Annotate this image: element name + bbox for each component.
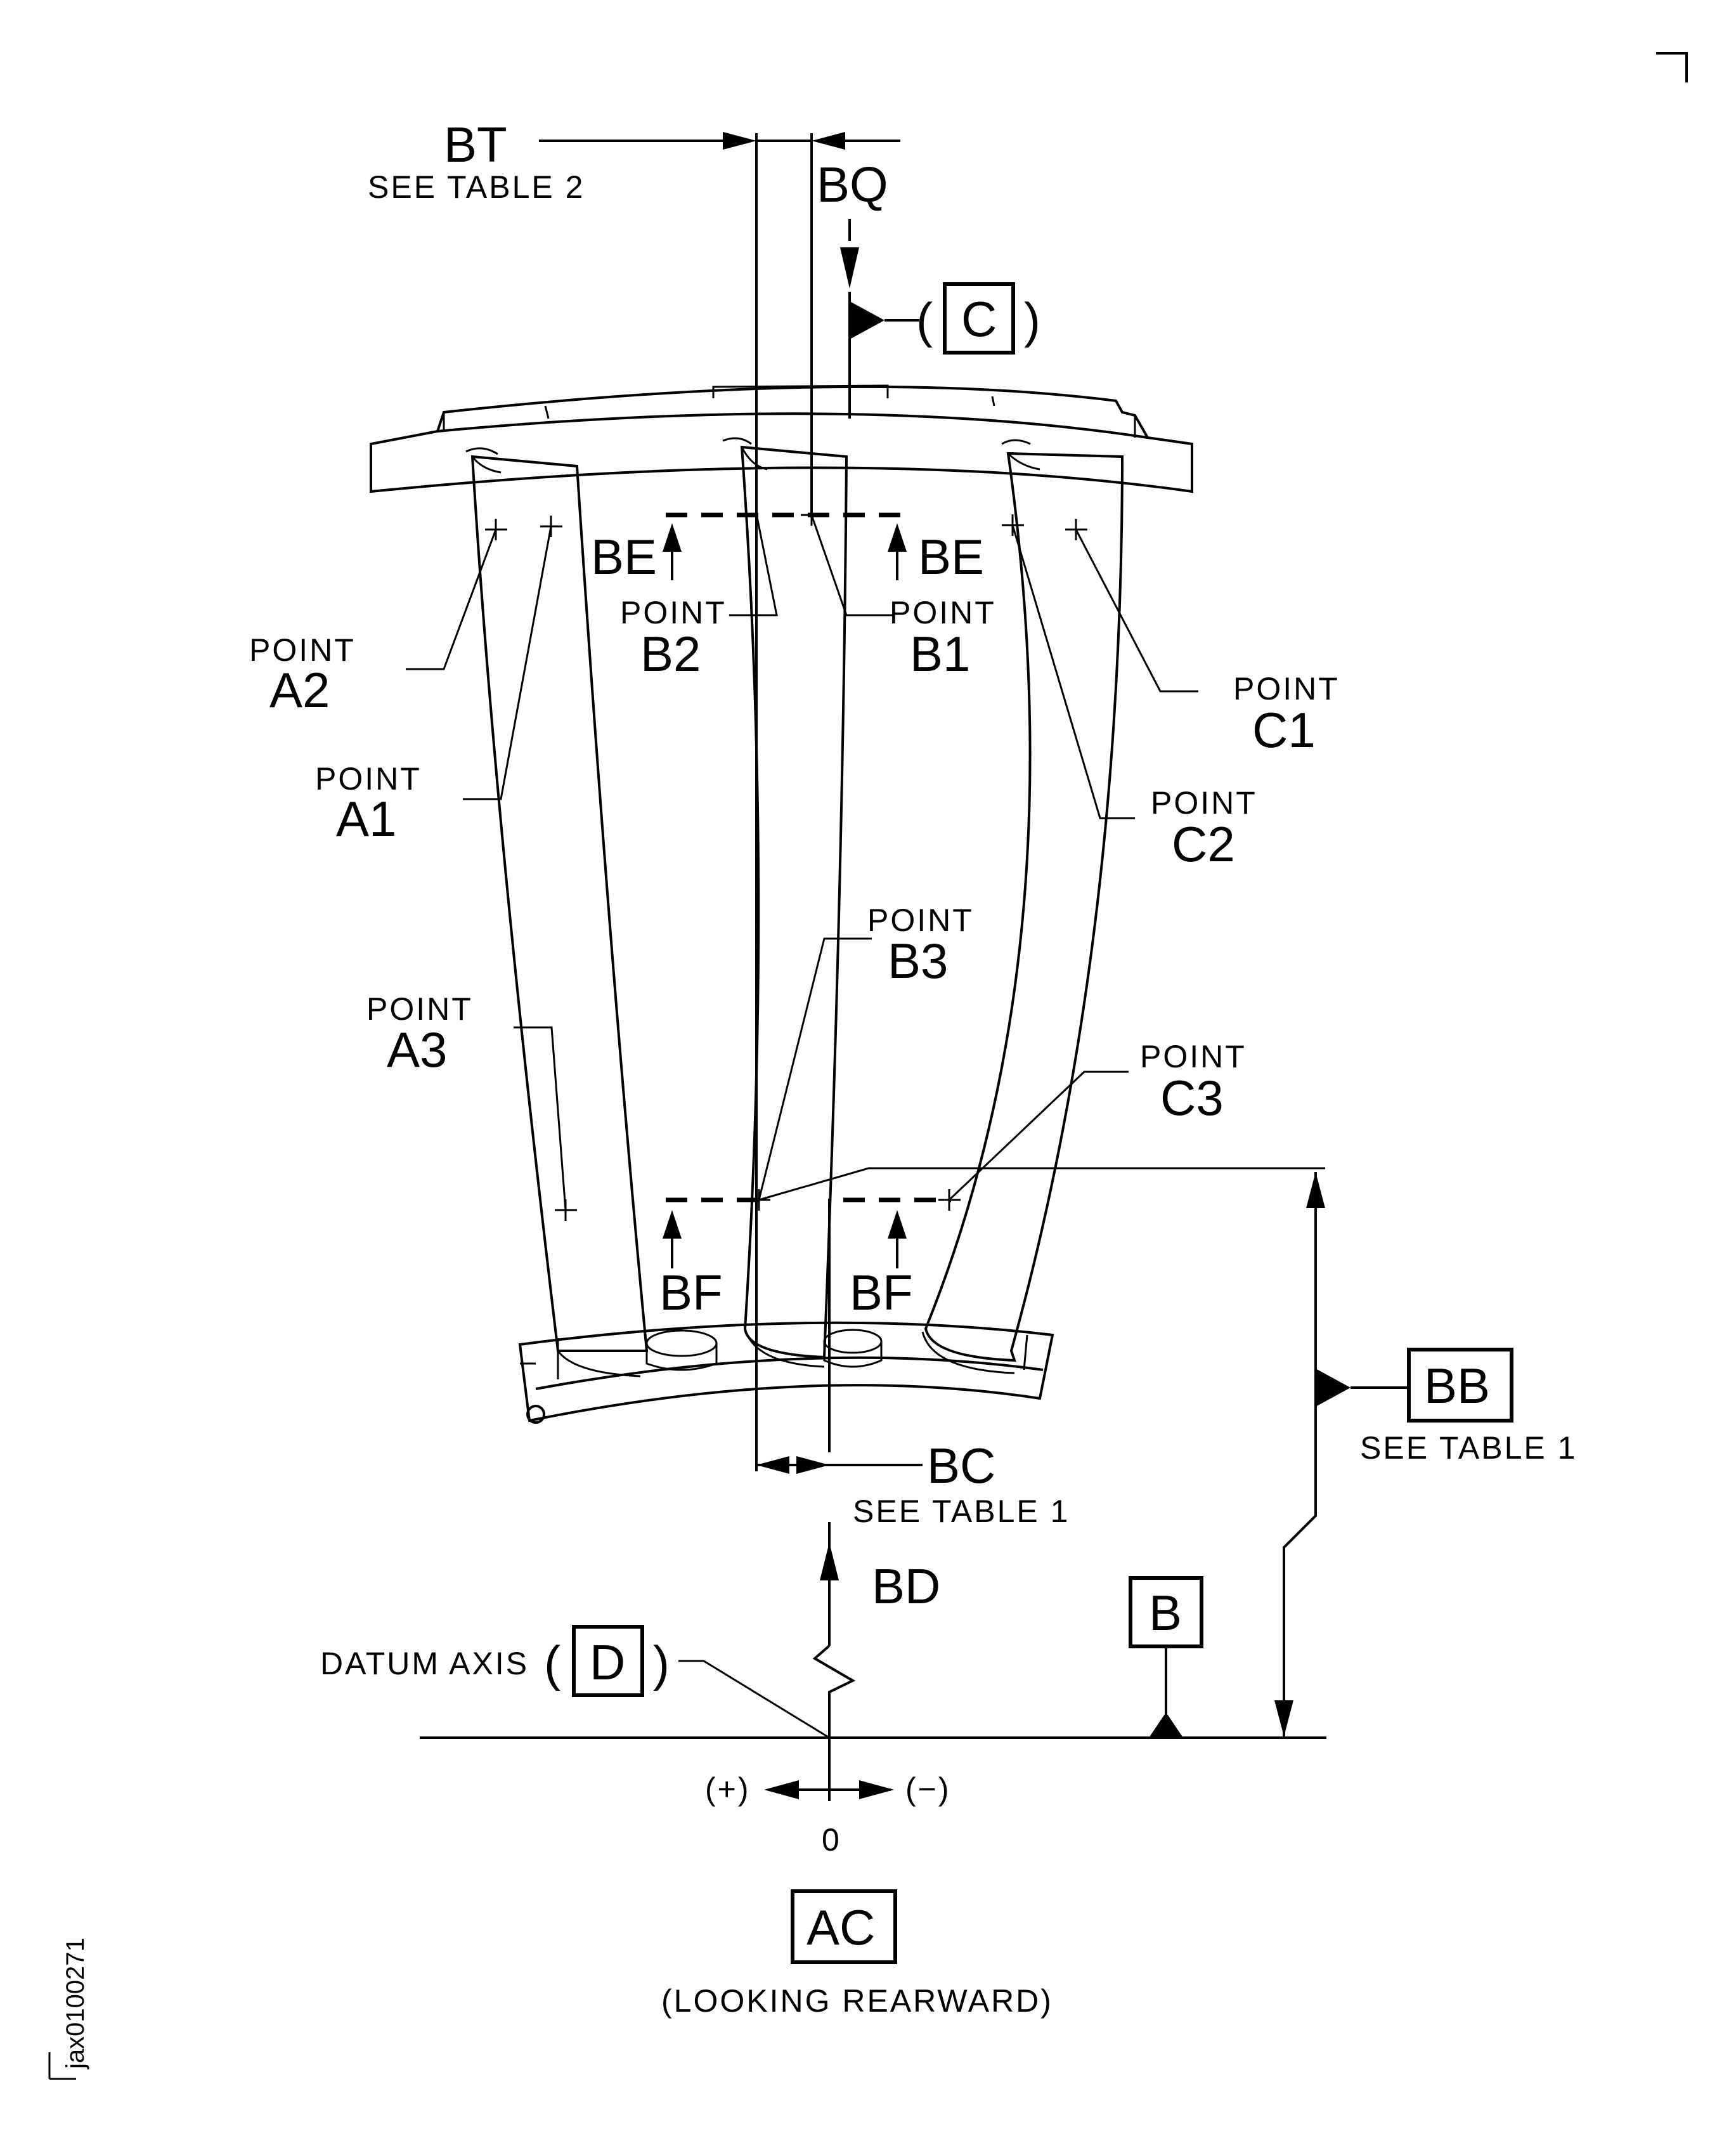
bd-label: BD xyxy=(872,1558,940,1614)
sign-axis xyxy=(764,1780,894,1799)
figure-id-corner xyxy=(48,2052,76,2080)
view-ac-box xyxy=(791,1889,897,1964)
point-b3-label: B3 xyxy=(888,933,948,989)
point-a2-word: POINT xyxy=(249,632,356,668)
bt-bq-dimension xyxy=(539,132,919,339)
point-a1-label: A1 xyxy=(336,791,396,847)
outer-shroud xyxy=(370,384,1193,493)
root-pockets xyxy=(645,1329,883,1371)
point-b2-label: B2 xyxy=(640,626,701,682)
view-caption: (LOOKING REARWARD) xyxy=(661,1983,1053,2019)
section-lines xyxy=(666,512,951,1202)
bb-see-table: SEE TABLE 1 xyxy=(1360,1430,1577,1466)
datum-d-label: D xyxy=(590,1634,625,1690)
point-c1-label: C1 xyxy=(1252,702,1316,758)
be-arrows xyxy=(663,523,907,580)
plus-label: (+) xyxy=(705,1771,751,1807)
datum-d-close-paren: ) xyxy=(653,1636,670,1691)
view-ac-label: AC xyxy=(806,1899,875,1955)
bq-label: BQ xyxy=(817,157,888,212)
point-b1-label: B1 xyxy=(910,626,970,682)
datum-b-triangle xyxy=(1149,1712,1183,1738)
bc-dimension xyxy=(756,1456,923,1474)
bt-label: BT xyxy=(444,117,507,173)
datum-d-box xyxy=(572,1625,644,1697)
minus-label: (−) xyxy=(905,1771,951,1807)
reference-lines xyxy=(755,133,851,1801)
be-label-right: BE xyxy=(918,529,984,585)
datum-c-label: C xyxy=(961,291,997,347)
bb-label: BB xyxy=(1424,1358,1490,1414)
point-b3-word: POINT xyxy=(867,902,974,938)
point-crosses xyxy=(485,504,1087,1221)
airfoil-right xyxy=(921,452,1124,1374)
point-a2-label: A2 xyxy=(269,662,330,718)
point-c2-label: C2 xyxy=(1172,816,1235,872)
datum-c-close-paren: ) xyxy=(1024,292,1040,348)
bt-see-table: SEE TABLE 2 xyxy=(368,169,585,205)
point-a3-word: POINT xyxy=(366,991,473,1027)
bd-arrow xyxy=(812,1542,856,1738)
datum-c-box xyxy=(943,282,1015,355)
bb-dimension xyxy=(1274,1172,1409,1738)
point-a1-word: POINT xyxy=(315,761,422,797)
point-c3-word: POINT xyxy=(1140,1039,1247,1074)
point-b1-word: POINT xyxy=(890,595,996,630)
datum-d-leader xyxy=(678,1660,830,1739)
bb-box xyxy=(1407,1348,1513,1423)
figure-id: jax0100271 xyxy=(62,1937,89,2069)
point-c3-label: C3 xyxy=(1160,1070,1224,1126)
inner-platform xyxy=(518,1321,1054,1424)
bf-label-right: BF xyxy=(850,1265,913,1320)
point-b2-word: POINT xyxy=(620,595,727,630)
bf-label-left: BF xyxy=(659,1265,723,1320)
point-leaders xyxy=(406,513,1325,1211)
point-c1-word: POINT xyxy=(1233,671,1340,707)
datum-c-open-paren: ( xyxy=(916,292,933,348)
zero-label: 0 xyxy=(822,1822,841,1858)
datum-axis-label: DATUM AXIS xyxy=(320,1646,529,1681)
be-label-left: BE xyxy=(591,529,657,585)
corner-mark xyxy=(1656,52,1688,82)
bf-arrows xyxy=(663,1210,907,1268)
bc-see-table: SEE TABLE 1 xyxy=(853,1494,1070,1529)
datum-d-open-paren: ( xyxy=(544,1636,560,1691)
point-a3-label: A3 xyxy=(387,1022,447,1078)
point-c2-word: POINT xyxy=(1151,785,1257,821)
bc-label: BC xyxy=(927,1438,995,1494)
datum-b-label: B xyxy=(1149,1585,1182,1641)
